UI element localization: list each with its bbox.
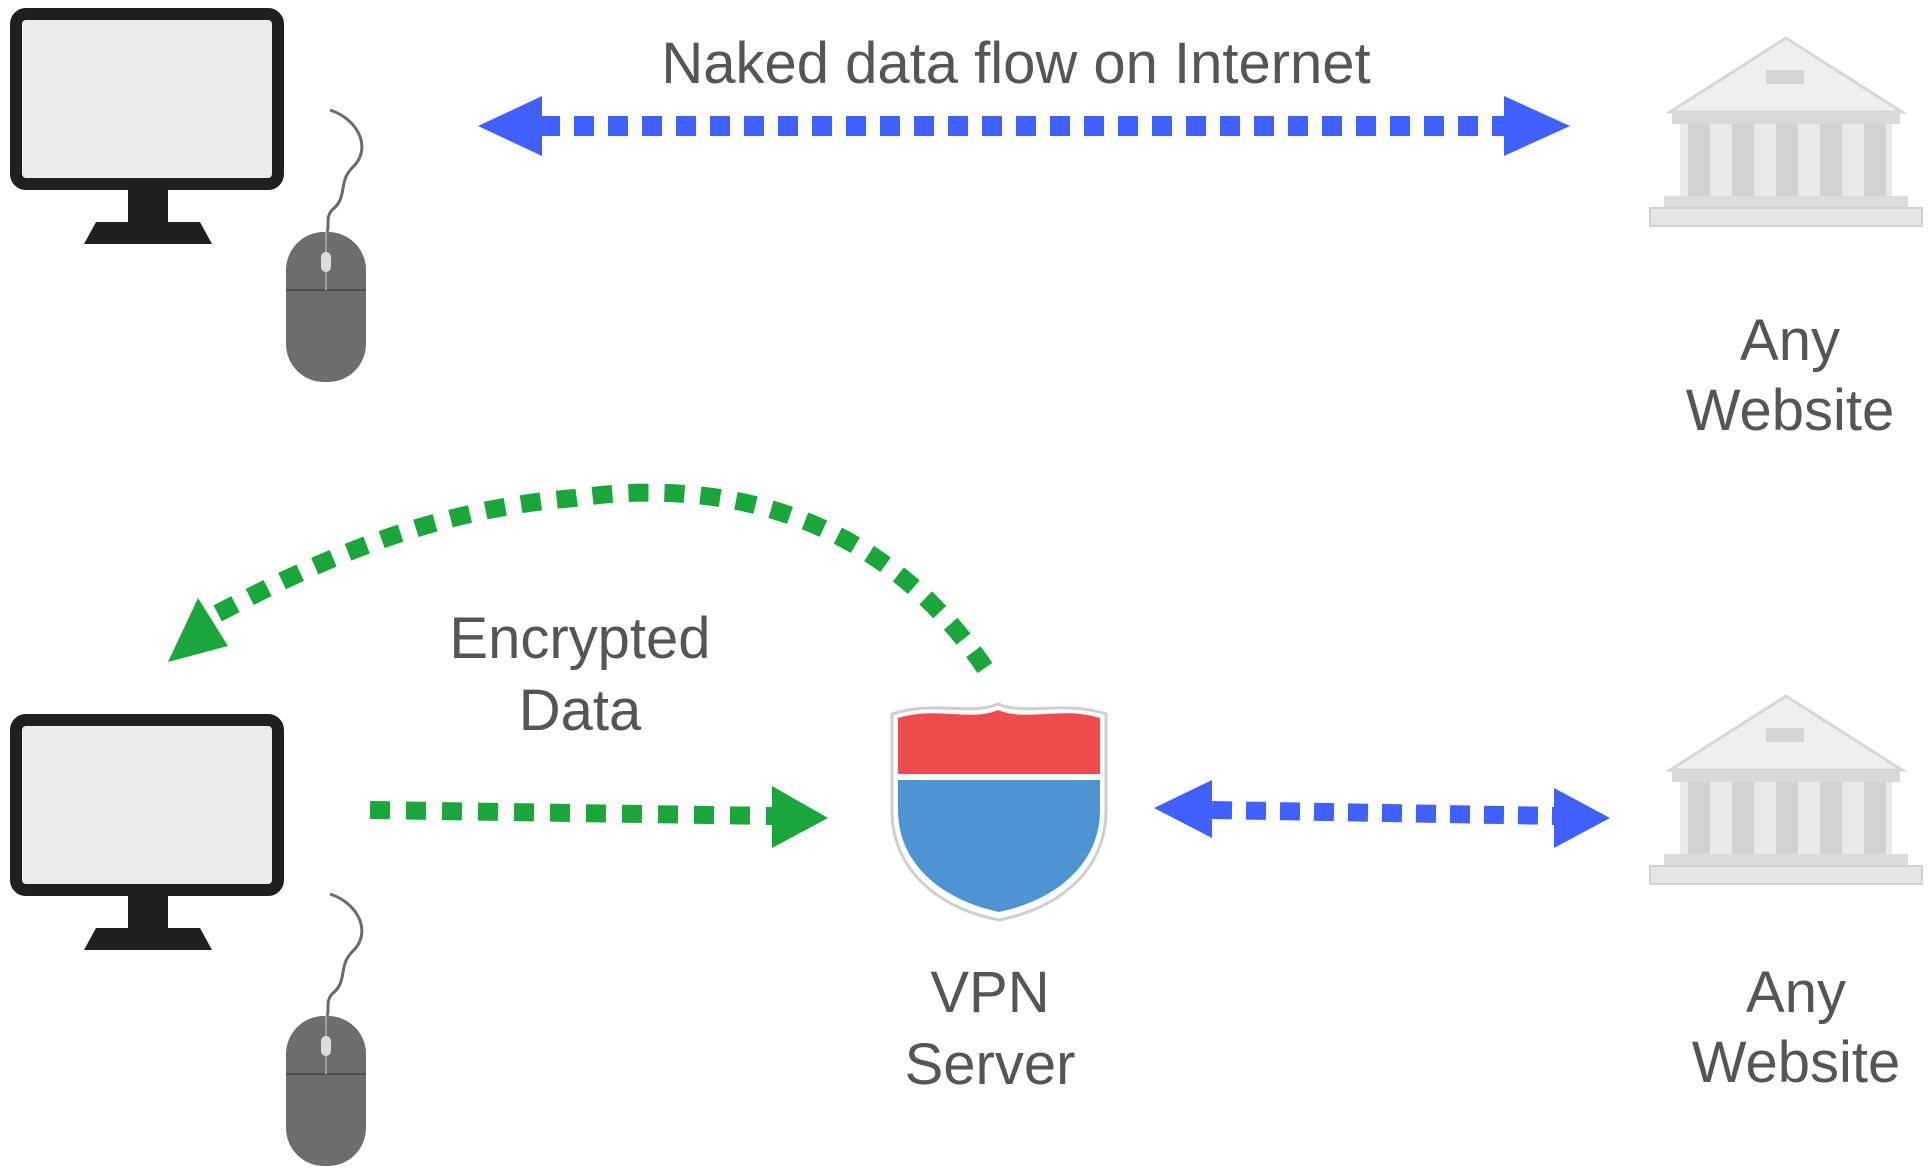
top-website-label-line2: Website — [1686, 378, 1894, 443]
encrypted-forward-arrow — [369, 786, 828, 848]
bottom-website-label-line2: Website — [1692, 1030, 1900, 1095]
bottom-website-label-line1: Any — [1746, 960, 1846, 1025]
vpn-website-arrow — [1154, 780, 1610, 848]
vpn-shield-icon — [890, 702, 1108, 922]
encrypted-label-line2: Data — [519, 678, 642, 743]
naked-flow-label: Naked data flow on Internet — [661, 31, 1370, 96]
top-building-icon — [1648, 36, 1924, 228]
top-monitor-icon — [16, 14, 278, 244]
encrypted-label-line1: Encrypted — [449, 606, 710, 671]
vpn-label-line1: VPN — [930, 960, 1049, 1025]
bottom-mouse-icon — [284, 892, 368, 1168]
naked-flow-arrow — [478, 96, 1570, 156]
top-website-label-line1: Any — [1740, 308, 1840, 373]
encrypted-return-arrow — [168, 483, 993, 674]
vpn-label-line2: Server — [905, 1032, 1076, 1097]
bottom-building-icon — [1648, 694, 1924, 886]
top-mouse-icon — [284, 108, 368, 384]
bottom-monitor-icon — [16, 720, 278, 950]
